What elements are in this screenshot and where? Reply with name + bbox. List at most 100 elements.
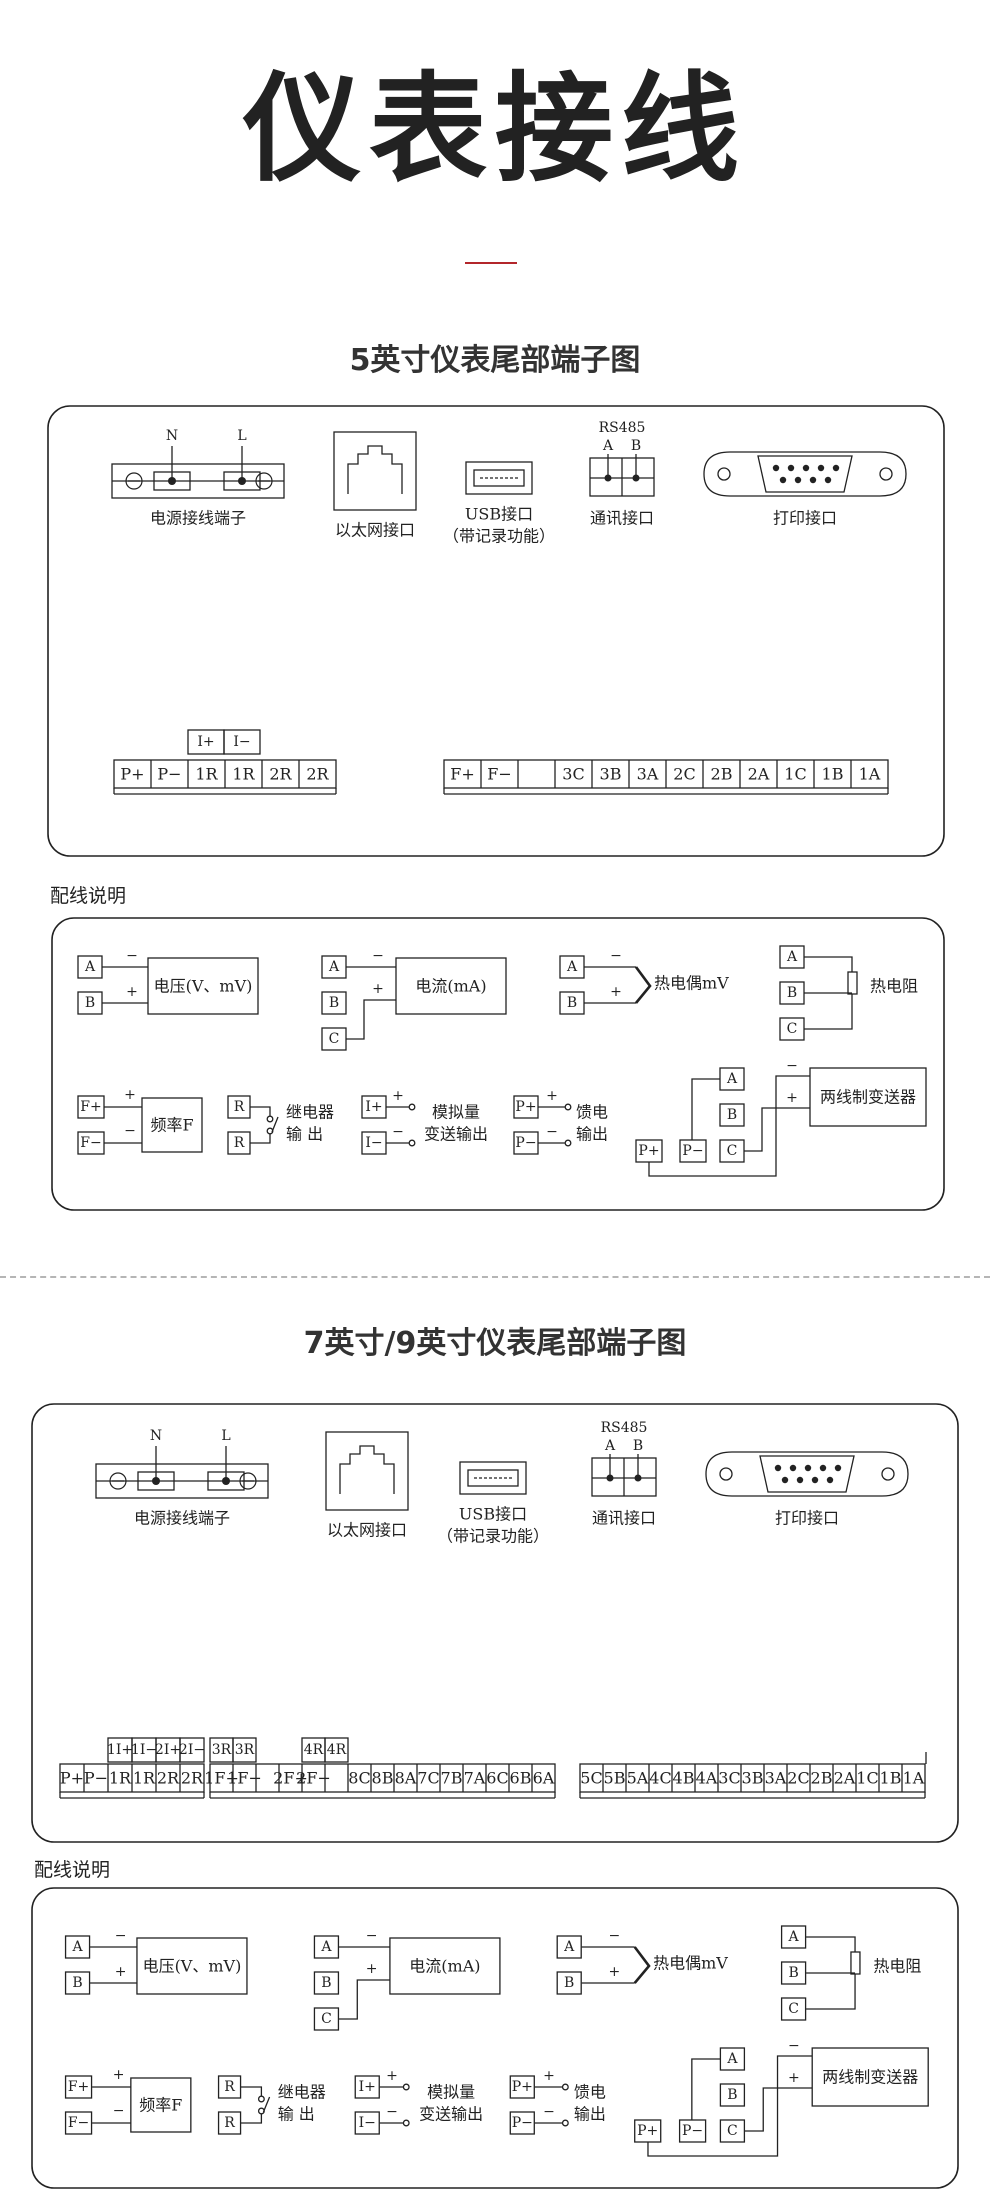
w2-rtd-c-box: [780, 1997, 807, 2021]
w1-freq-box: [141, 1097, 203, 1153]
w1-feed-label2: 输出: [576, 1125, 608, 1144]
s2-top-b-tab-label: 3R: [235, 1742, 255, 1758]
w1-an-t1: [408, 1103, 416, 1111]
s2-top-b-tab: [232, 1737, 257, 1763]
w2-an-plus: +: [386, 2068, 398, 2084]
w2-cur-b-box: [313, 1971, 340, 1995]
w2-feed-minus: −: [543, 2104, 555, 2120]
w2-freq-minus: −: [113, 2103, 125, 2119]
s2-rs485-dot-a: [606, 1474, 614, 1482]
s2-strip-c-cell: 5A: [627, 1769, 649, 1788]
w2-relay-r2-label: R: [224, 2115, 235, 2131]
w1-tw-b-label: B: [727, 1107, 737, 1123]
s2-top-b-tab: [324, 1737, 349, 1763]
w2-an-label1: 模拟量: [427, 2083, 475, 2102]
w2-relay-r2-box: [217, 2111, 242, 2135]
s2-strip-a-cell: 2R: [181, 1769, 204, 1788]
w1-rtd-w3: [804, 994, 853, 1030]
w1-cur-plus: +: [372, 981, 384, 997]
w2-cur-a-label: A: [320, 1939, 332, 1955]
w1-volt-label: 电压(V、mV): [154, 977, 253, 996]
w1-cur-minus: −: [372, 948, 384, 964]
w1-feed-pp-label: P+: [515, 1099, 536, 1115]
section1-title: 5英寸仪表尾部端子图: [349, 343, 641, 378]
w2-cur-b-label: B: [321, 1975, 331, 1991]
w2-tw-pm-box: [678, 2119, 707, 2143]
s2-top-a-tab-label: 2I+: [155, 1742, 181, 1758]
w2-volt-a-label: A: [71, 1939, 83, 1955]
s2-rs485-title: RS485: [601, 1420, 648, 1436]
s1-strip-right-cell: 1C: [784, 765, 806, 784]
s2-usb-sub-label: （带记录功能）: [437, 1527, 549, 1546]
s2-print-trap: [759, 1455, 855, 1493]
s1-print-screw-l: [717, 467, 731, 481]
w2-feed-pp-label: P+: [512, 2079, 533, 2095]
s2-strip-b-cell: 7C: [417, 1769, 439, 1788]
s1-strip-left-cell: P+: [120, 765, 144, 784]
s1-print-pin: [802, 464, 810, 472]
wiring1-frame: [51, 917, 945, 1211]
s2-strip-c-cell: 1B: [880, 1769, 902, 1788]
w2-cur-a-box: [313, 1935, 340, 1959]
s1-ethernet-label: 以太网接口: [335, 521, 415, 540]
w1-tw-plus: +: [786, 1090, 798, 1106]
s2-power-l-label: L: [221, 1428, 230, 1444]
w1-volt-plus: +: [126, 984, 138, 1000]
w1-an-minus: −: [392, 1124, 404, 1140]
s1-rs485-a: A: [602, 438, 614, 454]
w2-cur-minus: −: [366, 1928, 378, 1944]
s2-strip-c-cell: 4C: [649, 1769, 671, 1788]
w1-tw-w-c: [744, 1107, 810, 1152]
w2-tc-junction: [633, 1946, 651, 1984]
wiring2-heading: 配线说明: [34, 1859, 110, 1881]
s1-rs485-b: B: [631, 438, 641, 454]
w2-freq-fp-box: [64, 2075, 93, 2099]
w1-an-label1: 模拟量: [432, 1103, 480, 1122]
w2-feed-pp-box: [509, 2075, 535, 2099]
s2-strip-c-cell: 3C: [718, 1769, 740, 1788]
s2-strip-b-cell: 2F+: [273, 1769, 308, 1788]
s1-print-pin: [772, 464, 780, 472]
w2-feed-label2: 输出: [574, 2105, 606, 2124]
w2-cur-box: [389, 1937, 501, 1995]
s1-rs485-title: RS485: [599, 420, 646, 436]
w1-tw-a-label: A: [726, 1071, 738, 1087]
w1-rtd-label: 热电阻: [870, 977, 918, 996]
s1-top-left-tab-label: I−: [233, 734, 250, 750]
w1-an-im-label: I−: [365, 1135, 382, 1151]
w1-relay-label2: 输 出: [286, 1125, 323, 1144]
s1-print-pin: [824, 476, 832, 484]
w1-rtd-c-label: C: [787, 1021, 798, 1037]
w1-an-plus: +: [392, 1088, 404, 1104]
w1-tc-minus: −: [610, 948, 622, 964]
s2-strip-b-cell: 7B: [441, 1769, 463, 1788]
s1-power-screw-r: [255, 472, 273, 490]
s1-print-label: 打印接口: [773, 509, 837, 528]
s1-usb-sub-label: （带记录功能）: [443, 527, 555, 546]
s1-strip-left-cell: P−: [157, 765, 181, 784]
w2-tw-c-box: [719, 2119, 746, 2143]
s2-power-screw-l: [109, 1472, 127, 1490]
w1-feed-plus: +: [546, 1088, 558, 1104]
w2-feed-pm-box: [509, 2111, 535, 2135]
s1-strip-right-cell: 2B: [711, 765, 733, 784]
s2-power-label: 电源接线端子: [134, 1509, 230, 1528]
s1-ethernet-box: [333, 431, 417, 511]
w1-tw-minus: −: [786, 1058, 798, 1074]
w1-volt-b-label: B: [85, 995, 95, 1011]
w2-rtd-w3: [806, 1974, 856, 2010]
s2-top-a-tab-label: 1I+: [107, 1742, 133, 1758]
w1-an-label2: 变送输出: [424, 1125, 488, 1144]
w1-tw-pm-label: P−: [682, 1143, 703, 1159]
s2-strip-c-cell: 3A: [765, 1769, 787, 1788]
w1-tc-plus: +: [610, 984, 622, 1000]
w2-tw-c-label: C: [727, 2123, 738, 2139]
w1-freq-plus: +: [124, 1087, 136, 1103]
w2-tc-label: 热电偶mV: [653, 1954, 728, 1973]
w2-tw-plus: +: [788, 2070, 800, 2086]
s2-strip-b-cell: 7A: [464, 1769, 486, 1788]
w2-an-ip-label: I+: [359, 2079, 376, 2095]
w2-an-ip-box: [354, 2075, 380, 2099]
s1-top-left-tab-label: I+: [197, 734, 214, 750]
w1-cur-box: [395, 957, 507, 1015]
